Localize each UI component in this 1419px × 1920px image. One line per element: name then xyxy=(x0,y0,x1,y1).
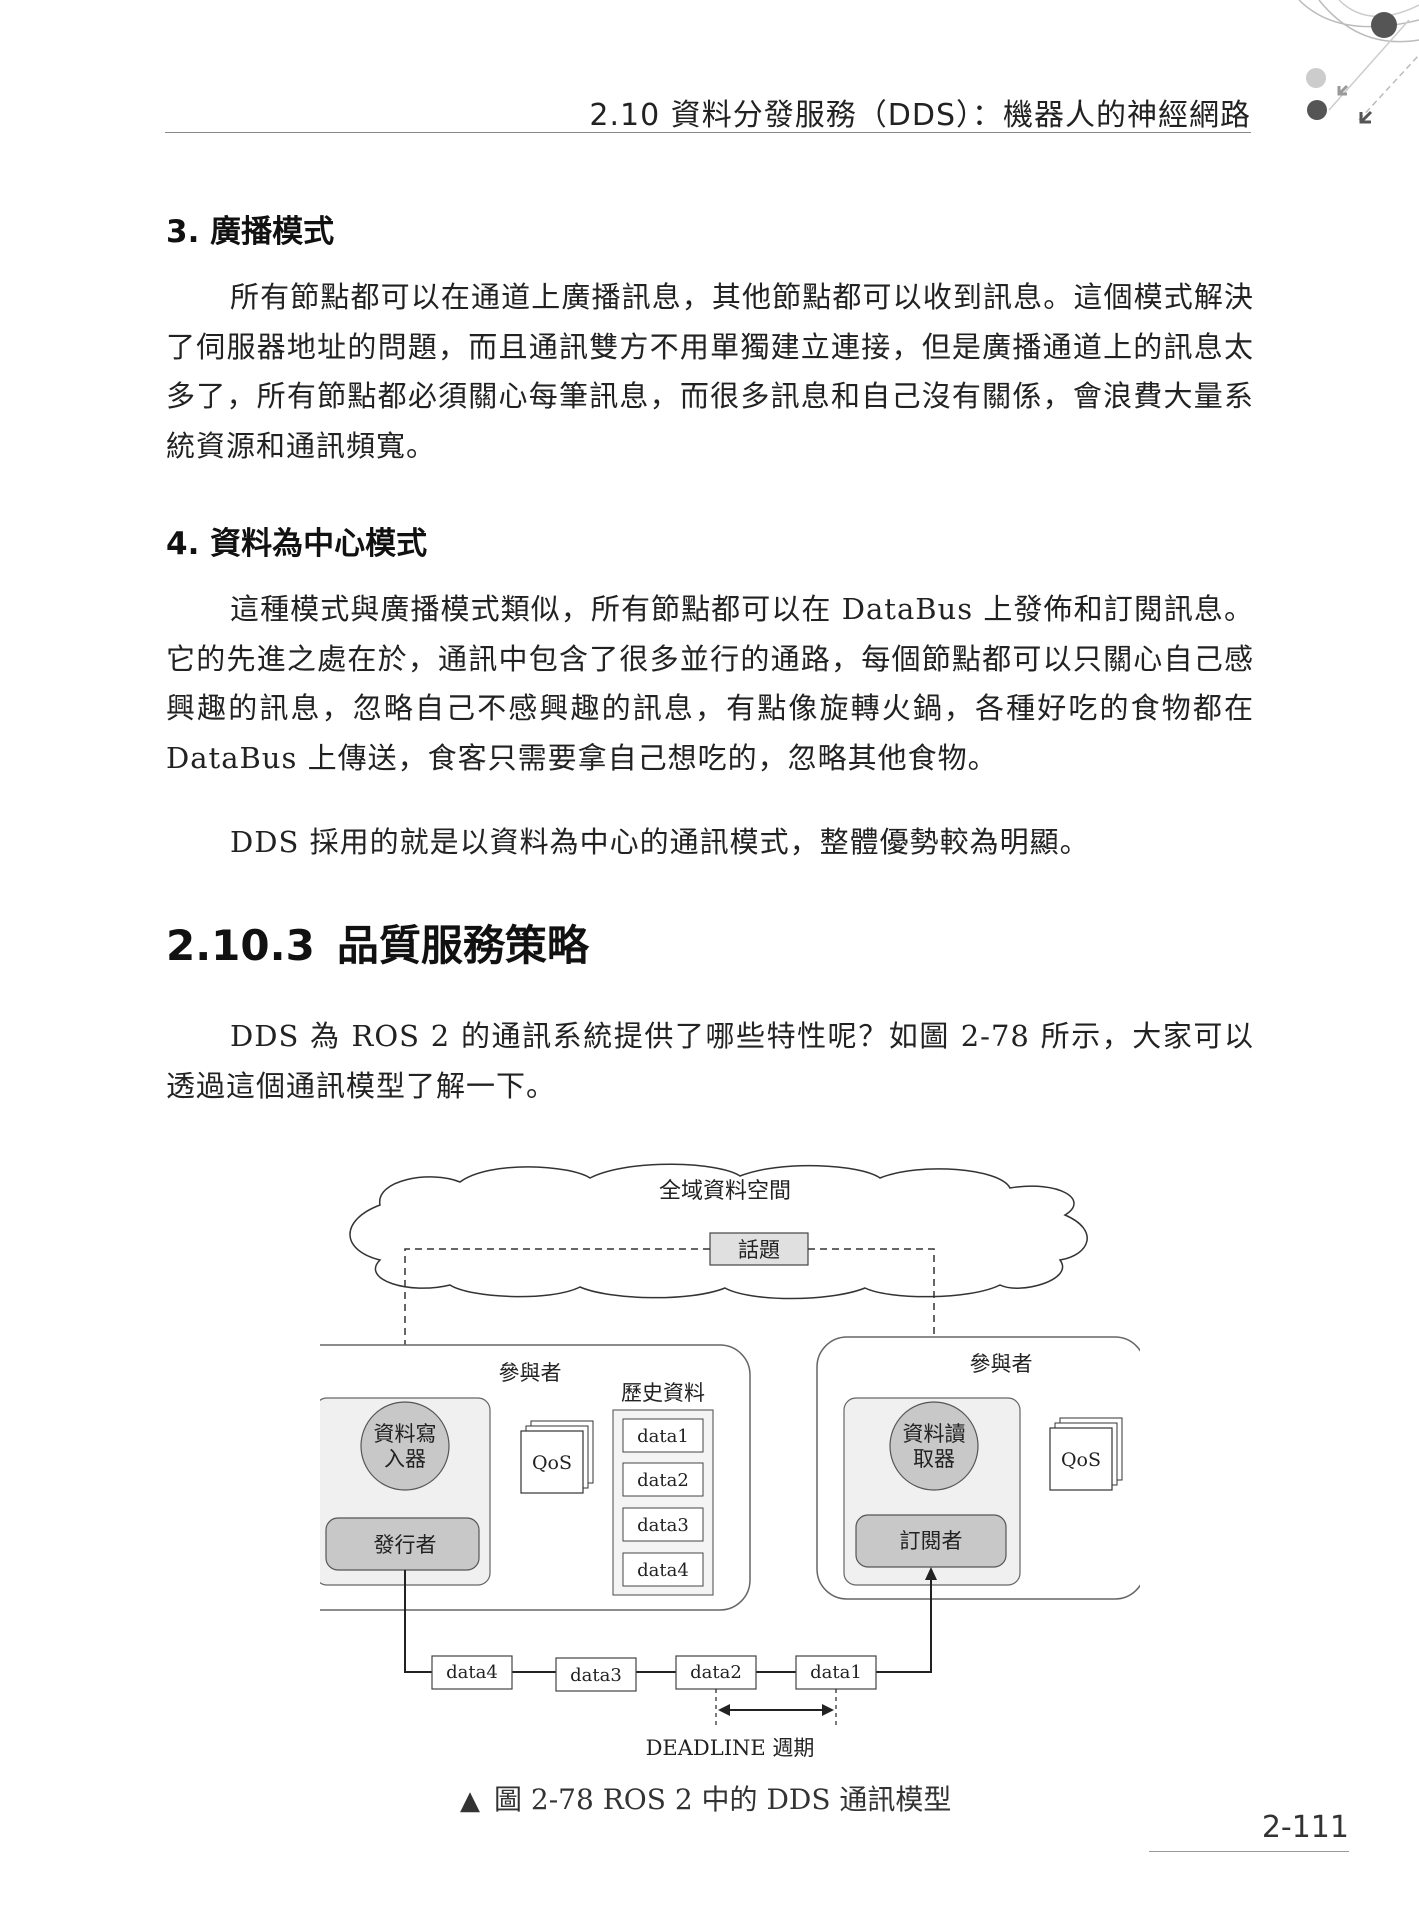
data-writer-circle xyxy=(360,1401,450,1491)
flow-item xyxy=(675,1655,757,1690)
section-4-paragraph-2: DDS 採用的就是以資料為中心的通訊模式，整體優勢較為明顯。 xyxy=(230,825,1090,859)
section-number: 2.10.3 xyxy=(166,921,315,970)
running-header: 2.10 資料分發服務（DDS）：機器人的神經網路 xyxy=(165,90,1251,133)
history-item xyxy=(622,1552,704,1587)
header-text: 2.10 資料分發服務（DDS）：機器人的神經網路 xyxy=(589,98,1251,133)
history-item xyxy=(622,1418,704,1453)
history-item xyxy=(622,1462,704,1497)
writer-line-1: 資料寫 xyxy=(374,1422,437,1446)
cloud-label: 全域資料空間 xyxy=(659,1179,791,1204)
figure-caption: ▲ 圖 2-78 ROS 2 中的 DDS 通訊模型 xyxy=(460,1778,951,1818)
left-participant-label: 參與者 xyxy=(499,1361,562,1385)
history-label: 歷史資料 xyxy=(621,1381,705,1405)
history-item xyxy=(622,1507,704,1542)
qos-left-label: QoS xyxy=(532,1452,572,1474)
triangle-marker-icon: ▲ xyxy=(460,1786,480,1816)
topic-link-left xyxy=(404,1248,710,1400)
history-item-label: data4 xyxy=(637,1560,689,1581)
section-3-heading: 3. 廣播模式 xyxy=(166,214,335,250)
flow-item xyxy=(795,1655,877,1690)
section-2-10-3-paragraph: DDS 為 ROS 2 的通訊系統提供了哪些特性呢？如圖 2-78 所示，大家可… xyxy=(166,1019,1254,1103)
flow-item-label: data2 xyxy=(690,1662,742,1683)
flow-item xyxy=(431,1655,513,1690)
section-title: 品質服務策略 xyxy=(336,921,589,970)
global-data-space-cloud xyxy=(349,1163,1088,1300)
writer-line-2: 入器 xyxy=(384,1447,426,1471)
reader-line-2: 取器 xyxy=(913,1447,955,1471)
arrow-right-icon xyxy=(822,1704,834,1716)
data-reader-circle xyxy=(889,1401,979,1491)
topic-link-right xyxy=(808,1248,935,1400)
qos-stack-right xyxy=(1049,1427,1113,1491)
flow-item-label: data3 xyxy=(570,1665,622,1686)
qos-right-label: QoS xyxy=(1061,1449,1101,1471)
flow-line-left xyxy=(404,1570,432,1673)
topic-label: 話題 xyxy=(738,1238,780,1262)
arrow-left-icon xyxy=(718,1704,730,1716)
flow-item-label: data1 xyxy=(810,1662,862,1683)
section-4-paragraph-1: 這種模式與廣播模式類似，所有節點都可以在 DataBus 上發佈和訂閱訊息。它的… xyxy=(166,592,1254,775)
corner-decoration xyxy=(1298,0,1419,124)
publisher-label: 發行者 xyxy=(374,1533,437,1557)
section-3-paragraph: 所有節點都可以在通道上廣播訊息，其他節點都可以收到訊息。這個模式解決了伺服器地址… xyxy=(166,280,1254,463)
publisher-box xyxy=(325,1517,480,1571)
history-item-label: data1 xyxy=(637,1426,689,1447)
caption-text: 圖 2-78 ROS 2 中的 DDS 通訊模型 xyxy=(494,1783,952,1816)
flow-item xyxy=(555,1657,637,1692)
section-4-heading: 4. 資料為中心模式 xyxy=(166,526,428,562)
page-number: 2-111 xyxy=(1149,1810,1349,1852)
right-participant-label: 參與者 xyxy=(970,1352,1033,1376)
history-item-label: data3 xyxy=(637,1515,689,1536)
flow-line-right xyxy=(876,1575,932,1673)
deadline-label: DEADLINE 週期 xyxy=(646,1736,815,1760)
history-item-label: data2 xyxy=(637,1470,689,1491)
subscriber-label: 訂閱者 xyxy=(900,1529,963,1553)
dark-dot-icon xyxy=(1371,12,1397,38)
section-2-10-3-heading: 2.10.3 品質服務策略 xyxy=(166,912,589,973)
qos-stack-left xyxy=(520,1430,584,1494)
flow-item-label: data4 xyxy=(446,1662,498,1683)
arrow-up-icon xyxy=(925,1567,937,1580)
dds-communication-diagram: 全域資料空間 話題 參與者 資料寫 入器 發行者 QoS 歷史資料 data1 … xyxy=(320,1163,1140,1760)
reader-line-1: 資料讀 xyxy=(903,1422,966,1446)
